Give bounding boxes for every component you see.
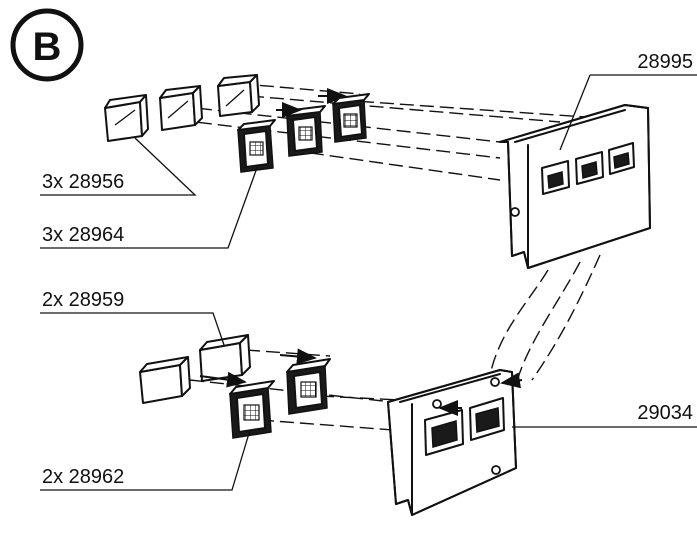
panel-top-socket-3 (608, 142, 635, 175)
panel-bottom-hole-2 (490, 377, 500, 387)
panel-top-socket-1 (541, 160, 570, 195)
label-insert-bottom: 2x 28962 (42, 466, 124, 488)
jack-insert-top-3 (318, 88, 370, 143)
jack-insert-top-2 (276, 102, 326, 157)
jack-insert-top-1 (237, 119, 276, 173)
panel-bottom-socket-2 (469, 397, 505, 441)
cover-plate-top-1 (104, 94, 149, 142)
panel-bottom-hole-1 (432, 399, 442, 409)
label-cover-bottom: 2x 28959 (42, 289, 124, 311)
cover-plate-top-3 (217, 74, 260, 117)
label-cover-top: 3x 28956 (42, 171, 124, 193)
jack-insert-bottom-1 (199, 371, 275, 439)
panel-bottom-socket-1 (424, 409, 464, 456)
panel-link-lines (489, 254, 601, 381)
label-insert-top: 3x 28964 (42, 224, 124, 246)
leader-lines (40, 74, 697, 491)
cover-plate-top-2 (159, 85, 203, 131)
cover-plate-bottom-1 (139, 356, 191, 404)
section-badge-letter: B (33, 25, 62, 69)
wall-panel-top (499, 104, 651, 269)
panel-bottom-screw (491, 465, 501, 475)
panel-top-screw (510, 207, 520, 217)
section-badge: B (10, 8, 84, 82)
wall-panel-bottom (387, 369, 523, 516)
panel-top-socket-2 (575, 151, 604, 185)
cover-plate-bottom-2 (199, 334, 251, 382)
jack-insert-bottom-2 (279, 348, 331, 415)
label-panel-top: 28995 (637, 51, 693, 73)
label-panel-bottom: 29034 (637, 402, 693, 424)
